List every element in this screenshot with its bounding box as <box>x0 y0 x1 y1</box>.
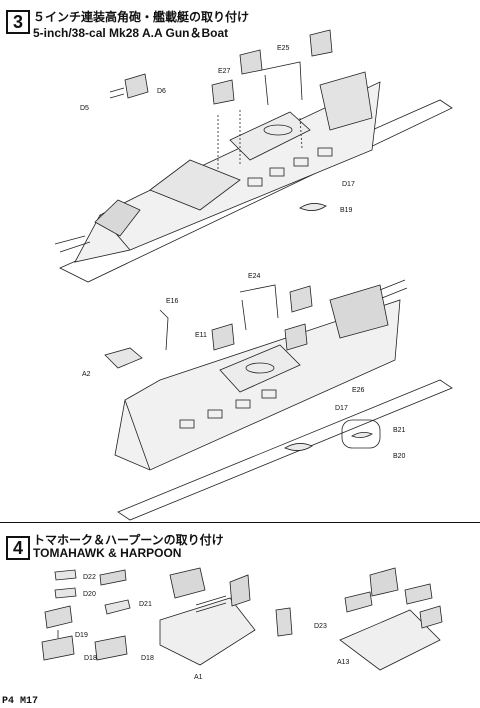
part-label: D20 <box>83 591 96 598</box>
part-label: B21 <box>393 427 406 434</box>
step-4-title-en: TOMAHAWK & HARPOON <box>33 546 182 560</box>
part-label: A13 <box>337 659 350 666</box>
step-4-drawing <box>41 567 443 671</box>
part-label: E27 <box>218 68 231 75</box>
part-label: E11 <box>195 332 207 339</box>
page-footer: P4 M17 <box>2 696 39 707</box>
part-label: D21 <box>139 601 152 608</box>
step-3-number: 3 <box>6 10 30 34</box>
part-label: D19 <box>75 632 88 639</box>
part-label: E16 <box>166 298 179 305</box>
section-divider <box>0 522 480 523</box>
part-label: D22 <box>83 574 96 581</box>
step-3-title-jp: ５インチ連装高角砲・艦載艇の取り付け <box>33 10 250 24</box>
part-label: E25 <box>277 45 290 52</box>
part-labels: E25 E27 D6 D5 D17 B19 E24 E16 E11 A2 E26… <box>75 45 406 681</box>
part-label: D6 <box>157 88 166 95</box>
part-label: D23 <box>314 623 327 630</box>
part-label: D17 <box>335 405 348 412</box>
part-label: A2 <box>82 371 91 378</box>
part-label: E24 <box>248 273 261 280</box>
part-label: D17 <box>342 181 355 188</box>
part-label: A1 <box>194 674 203 681</box>
step-3-title-en: 5-inch/38-cal Mk28 A.A Gun＆Boat <box>33 26 229 40</box>
lower-hull-drawing <box>104 279 453 521</box>
part-label: D18 <box>84 655 97 662</box>
part-label: D18 <box>141 655 154 662</box>
part-label: B19 <box>340 207 353 214</box>
part-label: B20 <box>393 453 406 460</box>
part-label: E26 <box>352 387 365 394</box>
part-label: D5 <box>80 105 89 112</box>
upper-hull-drawing <box>54 29 453 283</box>
step-4-number: 4 <box>6 536 30 560</box>
step-4-title-jp: トマホーク＆ハープーンの取り付け <box>33 533 224 547</box>
